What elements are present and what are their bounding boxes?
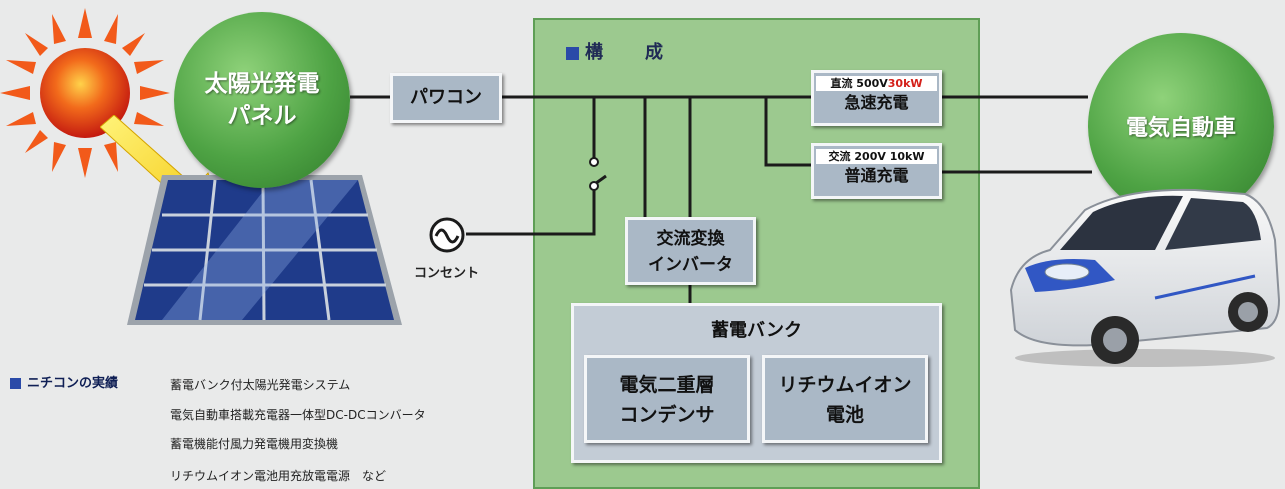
solar-panel-label-line1: 太陽光発電 [204,71,320,97]
edlc-box: 電気二重層 コンデンサ [584,355,750,443]
ac-outlet-icon [429,217,465,253]
ac-charge-rating: 200V 10kW [854,150,925,163]
storage-bank-label: 蓄電バンク [711,320,802,341]
electric-car-image [1009,188,1281,367]
power-conditioner-box: パワコン [390,73,502,123]
dc-charge-type: 直流 [830,77,853,90]
dc-quick-charge-box: 直流 500V30kW 急速充電 [811,70,942,126]
ev-circle: 電気自動車 [1088,33,1274,219]
edlc-line1: 電気二重層 [619,374,715,396]
outlet-label: コンセント [414,266,480,281]
ac-charge-label: 普通充電 [844,166,909,185]
ac-inverter-box: 交流変換 インバータ [625,217,756,285]
edlc-line2: コンデンサ [619,404,715,426]
solar-panel-label-line2: パネル [227,103,297,129]
solar-panel-icon [127,175,402,325]
liion-line1: リチウムイオン [778,374,912,396]
ac-normal-charge-box: 交流 200V 10kW 普通充電 [811,143,942,199]
ac-inverter-line1: 交流変換 [656,229,725,249]
dc-charge-label: 急速充電 [844,93,909,112]
ev-label: 電気自動車 [1125,116,1236,141]
track-record: ニチコンの実績 蓄電バンク付太陽光発電システム 電気自動車搭載充電器一体型DC-… [10,372,530,489]
liion-line2: 電池 [825,404,864,426]
power-conditioner-label: パワコン [410,87,482,108]
track-record-item: 電気自動車搭載充電器一体型DC-DCコンバータ [170,408,426,422]
liion-box: リチウムイオン 電池 [762,355,928,443]
blue-square-icon [566,46,579,60]
track-record-item: 蓄電バンク付太陽光発電システム [170,378,351,392]
track-record-header: ニチコンの実績 [10,376,118,391]
dc-charge-voltage: 500V [856,77,888,90]
ac-charge-type: 交流 [828,150,851,163]
track-record-item: リチウムイオン電池用充放電電源 など [170,469,387,483]
sun-icon [0,8,170,178]
ac-charge-spec: 交流 200V 10kW [816,149,937,164]
dc-charge-spec: 直流 500V30kW [816,76,937,91]
dc-charge-power: 30kW [887,77,923,90]
configuration-title: 構 成 [566,38,675,64]
blue-square-icon [10,378,21,389]
solar-panel-circle: 太陽光発電 パネル [174,12,350,188]
ac-inverter-line2: インバータ [648,255,733,275]
track-record-item: 蓄電機能付風力発電機用変換機 [170,437,339,451]
